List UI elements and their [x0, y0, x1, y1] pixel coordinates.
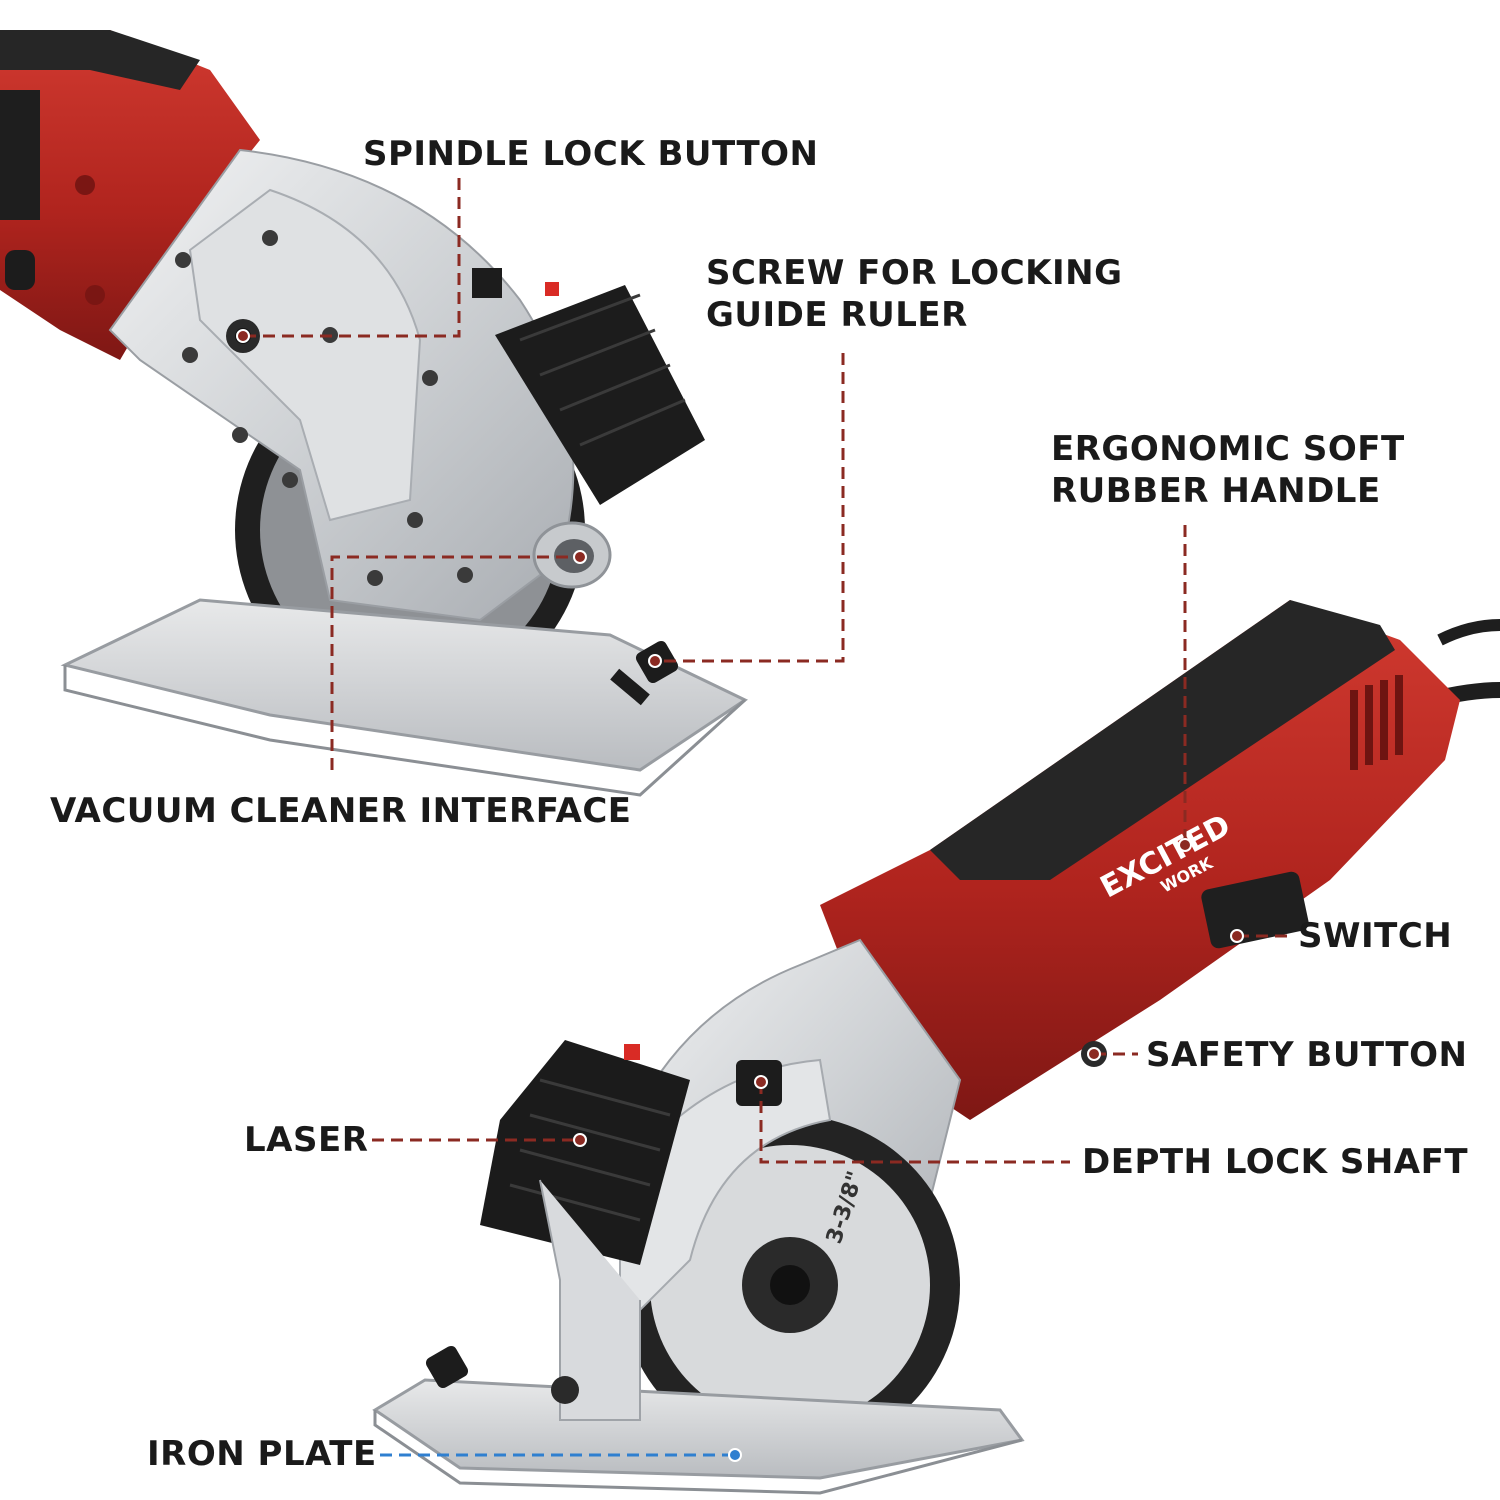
- top-saw-laser-ribs: [519, 293, 686, 447]
- top-saw-depth-lever: [472, 268, 502, 298]
- leader-vacuum: [330, 555, 580, 770]
- bottom-saw-illustration: EXCITED WORK 3-3/8": [372, 600, 1500, 1495]
- iron-plate-graphic: [372, 1378, 1025, 1480]
- label-screw-locking-line2: GUIDE RULER: [706, 295, 968, 335]
- top-saw-illustration: [0, 30, 749, 797]
- bottom-saw-vents: [1350, 675, 1403, 770]
- top-saw-vent: [75, 175, 95, 195]
- label-safety-button: SAFETY BUTTON: [1146, 1035, 1468, 1075]
- leader-depth-lock: [759, 1082, 1070, 1164]
- leader-dots: [236, 329, 1244, 1462]
- label-iron-plate: IRON PLATE: [147, 1434, 377, 1474]
- label-depth-lock-shaft: DEPTH LOCK SHAFT: [1082, 1142, 1469, 1182]
- leader-spindle-lock: [243, 178, 461, 338]
- leader-lines: [243, 178, 1292, 1164]
- bottom-saw-laser-unit: [480, 1040, 690, 1265]
- top-saw-guard-panel: [188, 188, 422, 522]
- label-laser: LASER: [244, 1120, 369, 1160]
- top-saw-rubber-grip: [0, 30, 200, 90]
- top-saw-base-plate: [60, 598, 749, 772]
- label-ergonomic-line1: ERGONOMIC SOFT: [1051, 429, 1405, 469]
- bottom-saw-motor-body: [820, 600, 1460, 1120]
- bottom-saw-laser-red-button: [624, 1044, 640, 1060]
- leader-guide-screw: [655, 353, 845, 663]
- top-saw-knob: [5, 250, 35, 290]
- bottom-saw-guide-lock: [425, 1345, 469, 1389]
- top-saw-laser-red-button: [545, 282, 559, 296]
- bottom-saw-rubber-handle: [930, 600, 1395, 880]
- label-vacuum-cleaner-interface: VACUUM CLEANER INTERFACE: [50, 791, 632, 831]
- top-saw-motor-body: [0, 30, 260, 360]
- top-saw-label-plate: [0, 90, 40, 220]
- label-spindle-lock-button: SPINDLE LOCK BUTTON: [363, 134, 819, 174]
- top-saw-vent: [85, 285, 105, 305]
- label-switch: SWITCH: [1298, 916, 1453, 956]
- bottom-saw-laser-ribs: [509, 1078, 671, 1222]
- label-ergonomic-line2: RUBBER HANDLE: [1051, 471, 1381, 511]
- switch-graphic: [1201, 871, 1309, 949]
- top-saw-screws: [175, 230, 473, 586]
- label-screw-locking-line1: SCREW FOR LOCKING: [706, 253, 1123, 293]
